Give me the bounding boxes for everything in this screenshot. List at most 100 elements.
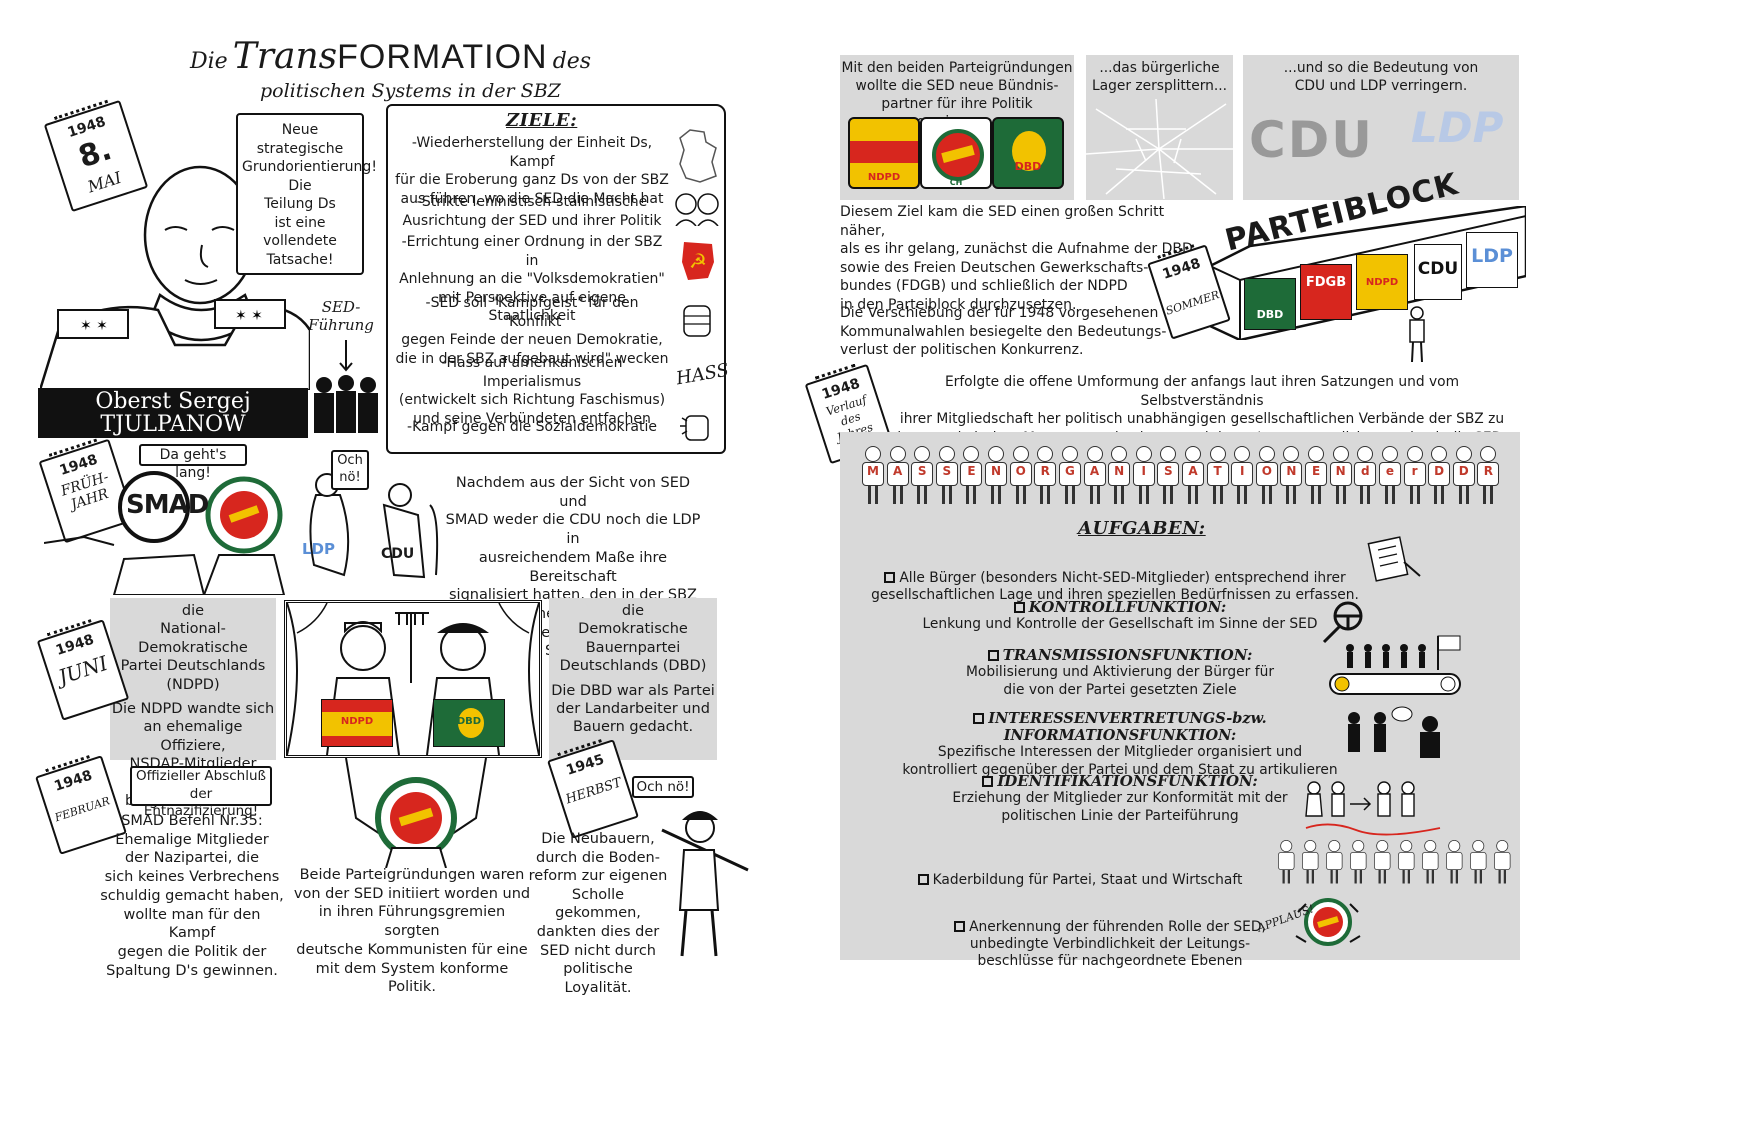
speech-text: Neue strategische Grundorientierung! Die… <box>242 122 377 268</box>
massenorg-letter: O <box>1015 464 1026 478</box>
ziele-item: -Errichtung einer Ordnung in der SBZ in … <box>399 234 665 324</box>
applause-emblem <box>1295 898 1361 946</box>
sed-fuehrung-label: SED- Führung <box>308 298 374 334</box>
page-title: Die TransFORMATION des politischen Syste… <box>190 36 610 106</box>
title-pre: Die <box>190 49 228 74</box>
massenorg-letter: G <box>1064 464 1075 478</box>
panel-buendnispartner: Mit den beiden Parteigründungen wollte d… <box>840 55 1074 200</box>
aufgabe-item: TRANSMISSIONSFUNKTION: Mobilisierung und… <box>880 646 1360 699</box>
massenorg-figure: r <box>1403 446 1426 506</box>
dbd-name: die Demokratische Bauernpartei Deutschla… <box>559 603 707 675</box>
massenorg-letter: E <box>1311 464 1321 478</box>
farmer-figure <box>661 811 749 957</box>
massenorg-letter: A <box>1089 464 1100 478</box>
germany-map-icon <box>679 129 717 183</box>
tjulpanow-portrait: ✶ ✶ ✶ ✶ <box>40 165 310 390</box>
title-line2: politischen Systems in der SBZ <box>260 80 561 102</box>
massenorg-letter: A <box>892 464 903 478</box>
text-neubauern: Die Neubauern, durch die Boden- reform z… <box>528 831 668 996</box>
people-talking-icon <box>1348 706 1440 758</box>
massenorg-letter: N <box>1114 464 1125 478</box>
parteiblock-box: PARTEIBLOCK DBD FDGB NDPD CDU LDP <box>1210 167 1526 340</box>
sed-leaders-drawing <box>314 340 378 433</box>
checkbox-icon <box>917 873 929 885</box>
kader-figure <box>1470 840 1487 885</box>
stage-picture: NDPD DBD <box>284 600 542 758</box>
text-diesem-ziel: Diesem Ziel kam die SED einen großen Sch… <box>840 204 1193 313</box>
kader-figure <box>1446 840 1463 885</box>
bubble-och-noe: Och nö! <box>331 450 369 490</box>
kader-figure <box>1494 840 1511 885</box>
aufgabe-item: IDENTIFIKATIONSFUNKTION: Erziehung der M… <box>880 772 1360 825</box>
aufgabe-title: TRANSMISSIONSFUNKTION: <box>880 646 1360 664</box>
massenorg-figure: d <box>1354 446 1377 506</box>
massenorg-figure: A <box>886 446 909 506</box>
kader-figure <box>1278 840 1295 885</box>
massenorg-letter: N <box>991 464 1002 478</box>
ziele-heading: ZIELE: <box>506 110 578 131</box>
ziele-item: -SED soll "Kampfgeist" für den "Konflikt… <box>395 295 669 367</box>
svg-text:✶ ✶: ✶ ✶ <box>80 318 108 334</box>
bubble-och-noe-2: Och nö! <box>632 776 694 798</box>
checkbox-icon <box>973 713 985 724</box>
text-befehl: SMAD Befehl Nr.35: Ehemalige Mitglieder … <box>100 813 284 979</box>
massenorg-letter: E <box>967 464 976 478</box>
massenorg-letter: R <box>1483 464 1493 478</box>
name-banner: Oberst Sergej TJULPANOW <box>38 388 308 438</box>
bubble-da-gehts-lang: Da geht's lang! <box>139 444 247 481</box>
title-word1: Trans <box>232 36 338 77</box>
ziele-scroll: ZIELE: -Wiederherstellung der Einheit Ds… <box>386 104 730 454</box>
massenorg-figure: A <box>1083 446 1106 506</box>
kader-figure <box>1302 840 1319 885</box>
puzzle-ndpd: NDPD <box>848 117 920 189</box>
massenorg-figure: E <box>960 446 983 506</box>
aufgabe-item: INTERESSENVERTRETUNGS-bzw. INFORMATIONSF… <box>880 710 1360 779</box>
massenorg-letter: M <box>867 464 879 478</box>
ndpd-info-box: die National-Demokratische Partei Deutsc… <box>110 598 276 809</box>
kader-figures-row <box>1278 840 1518 886</box>
puzzle-dbd: DBD <box>992 117 1064 189</box>
massenorg-figure: S <box>911 446 934 506</box>
panel-bedeutung-verringern: ...und so die Bedeutung von CDU und LDP … <box>1243 55 1519 200</box>
massenorganisationen-panel <box>840 432 1520 960</box>
block-ldp: LDP <box>1466 232 1518 288</box>
massenorg-figure: E <box>1305 446 1328 506</box>
checkbox-icon <box>1013 602 1025 613</box>
clipboard-icon <box>1367 536 1421 582</box>
massenorg-letter: R <box>1040 464 1050 478</box>
title-word2: FORMATION <box>337 38 548 76</box>
massenorg-letter: S <box>917 464 927 478</box>
massenorg-figure: A <box>1182 446 1204 506</box>
aufgabe-item: Alle Bürger (besonders Nicht-SED-Mitglie… <box>871 569 1359 604</box>
massenorg-figure: G <box>1058 446 1081 506</box>
massenorg-figure: D <box>1428 446 1451 506</box>
calendar-sub: HERBST <box>563 775 624 808</box>
massenorg-figure: R <box>1034 446 1057 506</box>
aufgabe-title: INTERESSENVERTRETUNGS-bzw. INFORMATIONSF… <box>880 710 1360 744</box>
bubble-abschluss: Offizieller Abschluß der Entnazifizierun… <box>130 766 272 819</box>
kader-figure <box>1350 840 1367 885</box>
speech-bubble-tjulpanow: Neue strategische Grundorientierung! Die… <box>236 113 377 275</box>
massenorg-letter: N <box>1286 464 1297 478</box>
panel-zersplittern: ...das bürgerliche Lager zersplittern... <box>1086 55 1233 200</box>
massenorg-figure: T <box>1206 446 1229 506</box>
ldp-big-text: LDP <box>1411 103 1504 152</box>
block-cdu: CDU <box>1414 244 1462 300</box>
conformity-icon <box>1305 781 1441 836</box>
block-fdgb: FDGB <box>1300 264 1352 320</box>
ndpd-name: die National-Demokratische Partei Deutsc… <box>120 603 266 693</box>
aufgabe-item: Anerkennung der führenden Rolle der SED,… <box>940 902 1280 970</box>
massenorg-figure: I <box>1132 446 1155 506</box>
aufgaben-heading: AUFGABEN: <box>1078 518 1206 539</box>
kader-figure <box>1374 840 1391 885</box>
checkbox-icon <box>954 921 966 932</box>
massenorg-figure: N <box>985 446 1008 506</box>
massenorg-letter: O <box>1261 464 1272 478</box>
massenorg-figure: R <box>1477 446 1500 506</box>
puzzle-sed: CH <box>920 117 992 189</box>
hass-text: HASS <box>674 359 731 390</box>
flag-dbd: DBD <box>433 699 505 747</box>
smad-scene <box>44 471 439 595</box>
massenorg-letter: S <box>1164 464 1173 478</box>
